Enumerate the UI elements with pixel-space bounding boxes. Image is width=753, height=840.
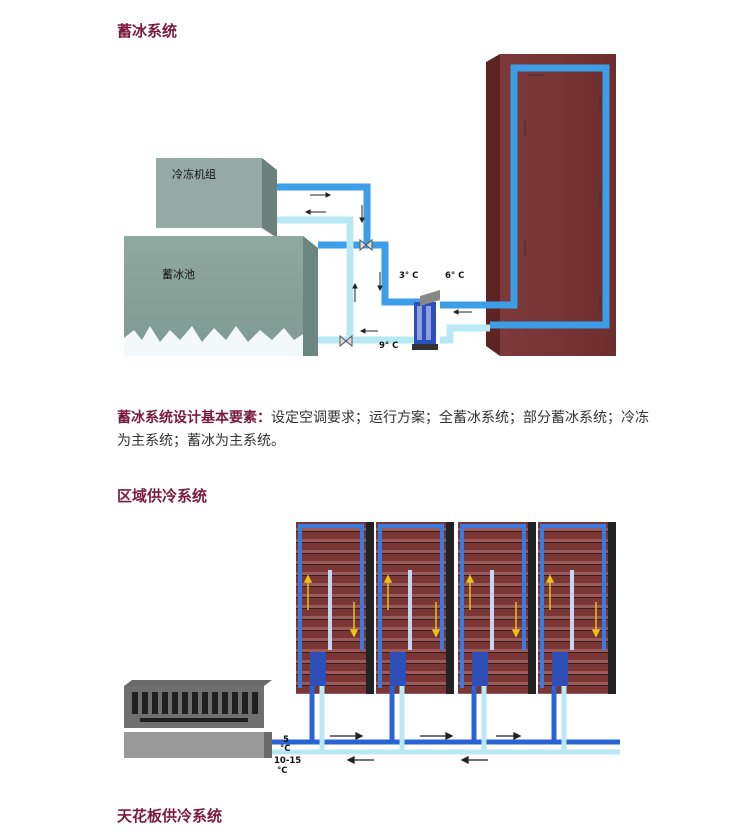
building xyxy=(486,54,616,356)
flow-arrows-yellow xyxy=(303,574,601,638)
chiller-plant xyxy=(124,680,272,758)
temp-6c-label: 6° C xyxy=(445,271,464,281)
temp-5-label: 5 xyxy=(283,735,289,745)
heat-exchanger-icon xyxy=(412,290,440,350)
section-title-ice-storage: 蓄冰系统 xyxy=(117,22,178,40)
valve-icon xyxy=(339,238,373,348)
temp-range-label: 10-15 xyxy=(274,756,301,766)
design-elements-text-line1: 设定空调要求；运行方案；全蓄冰系统；部分蓄冰系统；冷冻 xyxy=(271,410,649,426)
district-cooling-diagram: 5 °C 10-15 °C xyxy=(124,522,620,776)
building-loops xyxy=(298,524,606,688)
design-elements-paragraph: 蓄冰系统设计基本要素：设定空调要求；运行方案；全蓄冰系统；部分蓄冰系统；冷冻 为… xyxy=(117,407,753,453)
chiller-unit: 冷冻机组 xyxy=(156,158,277,238)
return-pipes xyxy=(277,216,490,344)
building-1 xyxy=(296,522,374,694)
section-title-district-cooling: 区域供冷系统 xyxy=(117,487,208,505)
heat-exchanger-icons xyxy=(310,652,568,686)
ice-tank-label: 蓄冰池 xyxy=(162,268,195,281)
temp-3c-label: 3° C xyxy=(399,271,418,281)
flow-arrows xyxy=(304,192,472,334)
ice-tank: 蓄冰池 xyxy=(124,236,318,356)
design-elements-label: 蓄冰系统设计基本要素： xyxy=(117,410,271,426)
distribution-pipes xyxy=(266,686,620,755)
chiller-label: 冷冻机组 xyxy=(172,167,216,181)
temp-9c-label: 9° C xyxy=(379,341,398,351)
ice-storage-diagram: 冷冻机组 蓄冰池 3° C 6° C 9° C xyxy=(124,54,616,356)
section-title-ceiling-cooling: 天花板供冷系统 xyxy=(117,807,223,825)
design-elements-text-line2: 为主系统；蓄冰为主系统。 xyxy=(117,433,285,449)
temp-5-unit: °C xyxy=(280,744,291,754)
flow-arrows xyxy=(330,731,522,765)
temp-range-unit: °C xyxy=(277,766,288,776)
supply-pipes xyxy=(277,64,610,329)
